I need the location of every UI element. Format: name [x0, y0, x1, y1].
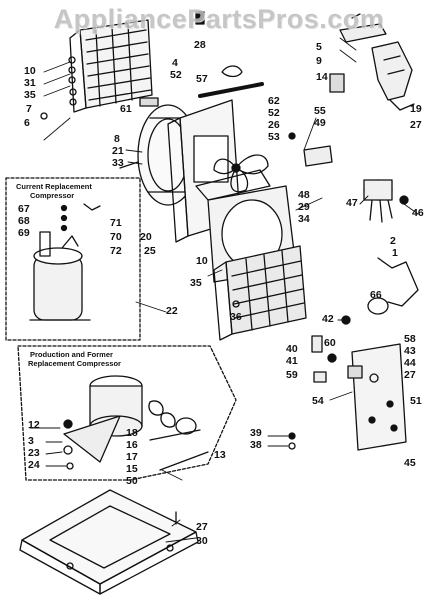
part-label-67: 67 — [18, 203, 30, 215]
part-label-66: 66 — [370, 289, 382, 301]
part-label-36: 36 — [230, 311, 242, 323]
part-label-30: 30 — [196, 535, 208, 547]
part-label-62: 62 — [268, 95, 280, 107]
part-label-10: 10 — [24, 65, 36, 77]
fan-motor — [363, 179, 409, 223]
part-label-3: 3 — [28, 435, 34, 447]
current-compressor-title-2: Compressor — [30, 191, 75, 200]
part-label-71: 71 — [110, 217, 122, 229]
part-label-10b: 10 — [196, 255, 208, 267]
part-label-51: 51 — [410, 395, 422, 407]
part-label-20: 20 — [140, 231, 152, 243]
part-label-42: 42 — [322, 313, 334, 325]
part-label-31: 31 — [24, 77, 36, 89]
part-label-23: 23 — [28, 447, 40, 459]
part-label-1: 1 — [392, 247, 398, 259]
part-label-41: 41 — [286, 355, 298, 367]
part-label-52: 52 — [170, 69, 182, 81]
part-label-12: 12 — [28, 419, 40, 431]
part-label-9: 9 — [316, 55, 322, 67]
part-label-57: 57 — [196, 73, 208, 85]
current-compressor — [29, 203, 101, 321]
part-label-27b: 27 — [404, 369, 416, 381]
part-label-44: 44 — [404, 357, 416, 369]
part-label-69: 69 — [18, 227, 30, 239]
part-label-27c: 27 — [196, 521, 208, 533]
part-label-58: 58 — [404, 333, 416, 345]
control-bracket — [347, 343, 407, 451]
condenser-coil — [68, 19, 153, 113]
part-label-24: 24 — [28, 459, 40, 471]
part-label-21: 21 — [112, 145, 124, 157]
part-label-72: 72 — [110, 245, 122, 257]
part-label-34: 34 — [298, 213, 310, 225]
part-label-43: 43 — [404, 345, 416, 357]
part-label-8: 8 — [114, 133, 120, 145]
part-label-7: 7 — [26, 103, 32, 115]
former-compressor-title-1: Production and Former — [30, 350, 113, 359]
part-label-33: 33 — [112, 157, 124, 169]
part-label-29: 29 — [298, 201, 310, 213]
part-label-68: 68 — [18, 215, 30, 227]
part-label-61: 61 — [120, 103, 132, 115]
part-label-28: 28 — [194, 39, 206, 51]
part-label-6: 6 — [24, 117, 30, 129]
part-label-18: 18 — [126, 427, 138, 439]
part-label-27a: 27 — [410, 119, 422, 131]
part-label-25: 25 — [144, 245, 156, 257]
part-label-16: 16 — [126, 439, 138, 451]
former-compressor-title-2: Replacement Compressor — [28, 359, 121, 368]
part-label-19: 19 — [410, 103, 422, 115]
base-pan — [19, 489, 199, 595]
former-compressor — [63, 375, 209, 471]
part-label-39: 39 — [250, 427, 262, 439]
part-label-2: 2 — [390, 235, 396, 247]
part-label-4: 4 — [172, 57, 178, 69]
part-label-59: 59 — [286, 369, 298, 381]
top-right-bracket — [329, 13, 415, 111]
part-label-22: 22 — [166, 305, 178, 317]
part-label-40: 40 — [286, 343, 298, 355]
part-label-5: 5 — [316, 41, 322, 53]
part-label-26: 26 — [268, 119, 280, 131]
part-label-53: 53 — [268, 131, 280, 143]
evaporator-coil — [213, 245, 307, 341]
part-label-45: 45 — [404, 457, 416, 469]
part-label-48: 48 — [298, 189, 310, 201]
part-label-60: 60 — [324, 337, 336, 349]
part-label-14: 14 — [316, 71, 328, 83]
part-label-46: 46 — [412, 207, 424, 219]
part-label-17: 17 — [126, 451, 138, 463]
part-label-50: 50 — [126, 475, 138, 487]
part-label-38: 38 — [250, 439, 262, 451]
part-label-70: 70 — [110, 231, 122, 243]
part-label-47: 47 — [346, 197, 358, 209]
part-label-49: 49 — [314, 117, 326, 129]
part-label-35: 35 — [24, 89, 36, 101]
part-label-55: 55 — [314, 105, 326, 117]
part-label-15: 15 — [126, 463, 138, 475]
part-label-54: 54 — [312, 395, 324, 407]
part-label-52b: 52 — [268, 107, 280, 119]
current-compressor-title-1: Current Replacement — [16, 182, 92, 191]
part-label-35b: 35 — [190, 277, 202, 289]
watermark-text: AppliancePartsPros.com — [53, 4, 385, 34]
part-label-13: 13 — [214, 449, 226, 461]
